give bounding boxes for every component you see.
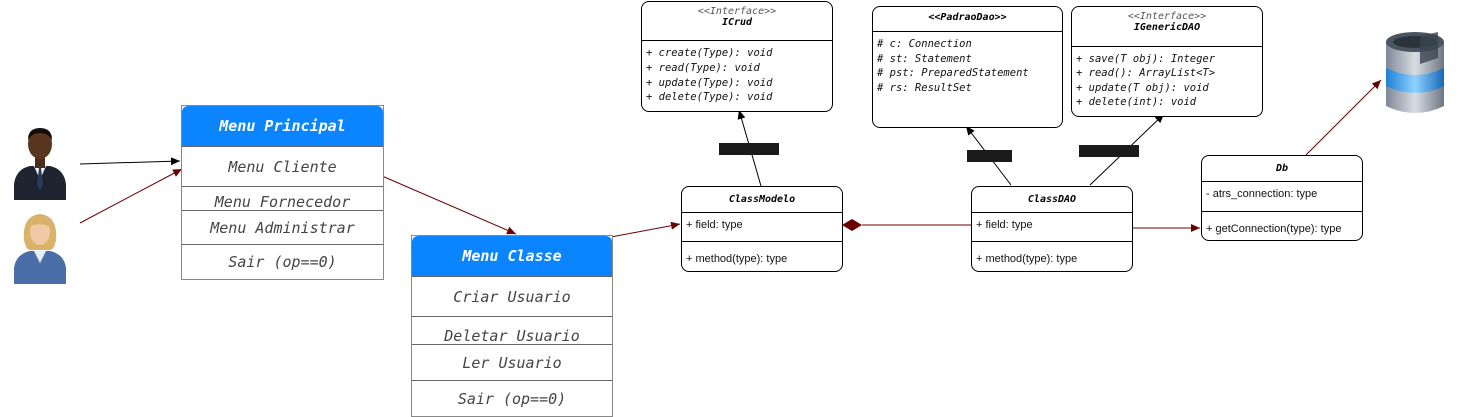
igenericdao-name: IGenericDAO xyxy=(1133,22,1201,33)
menu-item-cliente[interactable]: Menu Cliente xyxy=(182,146,383,187)
class-padraodao: <<PadraoDao>> # c: Connection # st: Stat… xyxy=(872,6,1063,128)
businesswoman-icon xyxy=(14,214,66,284)
igenericdao-method-update: + update(T obj): void xyxy=(1076,82,1209,94)
icrud-name: ICrud xyxy=(721,17,753,28)
edge-label-extends-padraodao xyxy=(967,150,1012,162)
icrud-method-delete: + delete(Type): void xyxy=(646,91,773,103)
principal-to-classe-arrow xyxy=(381,175,517,235)
class-classdao: ClassDAO + field: type + method(type): t… xyxy=(971,186,1133,272)
db-field: - atrs_connection: type xyxy=(1206,188,1318,200)
padraodao-attr-pst: # pst: PreparedStatement xyxy=(877,67,1029,79)
icrud-method-read: + read(Type): void xyxy=(646,62,760,74)
db-method: + getConnection(type): type xyxy=(1206,223,1342,235)
menu-item-criar-usuario[interactable]: Criar Usuario xyxy=(412,276,612,317)
man-to-menu-arrow xyxy=(79,157,181,166)
padraodao-attr-c: # c: Connection xyxy=(877,38,972,50)
icrud-method-create: + create(Type): void xyxy=(646,47,773,59)
menu-item-fornecedor[interactable]: Menu Fornecedor xyxy=(182,186,383,211)
db-to-database-arrow xyxy=(1305,79,1382,156)
classmodelo-method: + method(type): type xyxy=(686,253,788,265)
igenericdao-stereotype: <<Interface>> xyxy=(1127,11,1207,22)
menu-item-administrar[interactable]: Menu Administrar xyxy=(182,210,383,245)
classdao-name: ClassDAO xyxy=(1027,194,1077,205)
menu-classe: Menu Classe Criar Usuario Deletar Usuari… xyxy=(411,235,613,417)
class-igenericdao: <<Interface>> IGenericDAO + save(T obj):… xyxy=(1071,6,1263,117)
igenericdao-method-read: + read(): ArrayList<T> xyxy=(1076,67,1216,79)
edge-label-implements-igenericdao xyxy=(1079,145,1139,157)
menu-item-ler-usuario[interactable]: Ler Usuario xyxy=(412,344,612,381)
edge-label-implements-icrud xyxy=(719,143,779,155)
menu-principal: Menu Principal Menu Cliente Menu Fornece… xyxy=(181,105,384,280)
igenericdao-method-delete: + delete(int): void xyxy=(1076,96,1197,108)
menu-item-sair-classe[interactable]: Sair (op==0) xyxy=(412,380,612,416)
padraodao-name: <<PadraoDao>> xyxy=(928,12,1007,23)
icrud-method-update: + update(Type): void xyxy=(646,77,773,89)
classdao-field: + field: type xyxy=(976,219,1033,231)
igenericdao-method-save: + save(T obj): Integer xyxy=(1076,53,1216,65)
icrud-stereotype: <<Interface>> xyxy=(697,6,777,17)
composition-diamond xyxy=(842,219,862,231)
classmodelo-field: + field: type xyxy=(686,219,743,231)
database-icon xyxy=(1386,32,1444,113)
menu-item-deletar-usuario[interactable]: Deletar Usuario xyxy=(412,316,612,345)
businessman-icon xyxy=(14,128,66,200)
woman-to-menu-arrow xyxy=(79,168,183,224)
class-icrud: <<Interface>> ICrud + create(Type): void… xyxy=(641,1,833,112)
padraodao-attr-st: # st: Statement xyxy=(877,53,972,65)
menu-classe-title: Menu Classe xyxy=(412,236,612,276)
menu-principal-title: Menu Principal xyxy=(182,106,383,146)
classe-to-modelo-arrow xyxy=(610,221,681,238)
padraodao-attr-rs: # rs: ResultSet xyxy=(877,82,972,94)
db-name: Db xyxy=(1275,163,1289,174)
class-classmodelo: ClassModelo + field: type + method(type)… xyxy=(681,186,843,272)
class-db: Db - atrs_connection: type + getConnecti… xyxy=(1201,155,1363,241)
classdao-method: + method(type): type xyxy=(976,253,1078,265)
menu-item-sair[interactable]: Sair (op==0) xyxy=(182,244,383,279)
classmodelo-name: ClassModelo xyxy=(728,194,796,205)
